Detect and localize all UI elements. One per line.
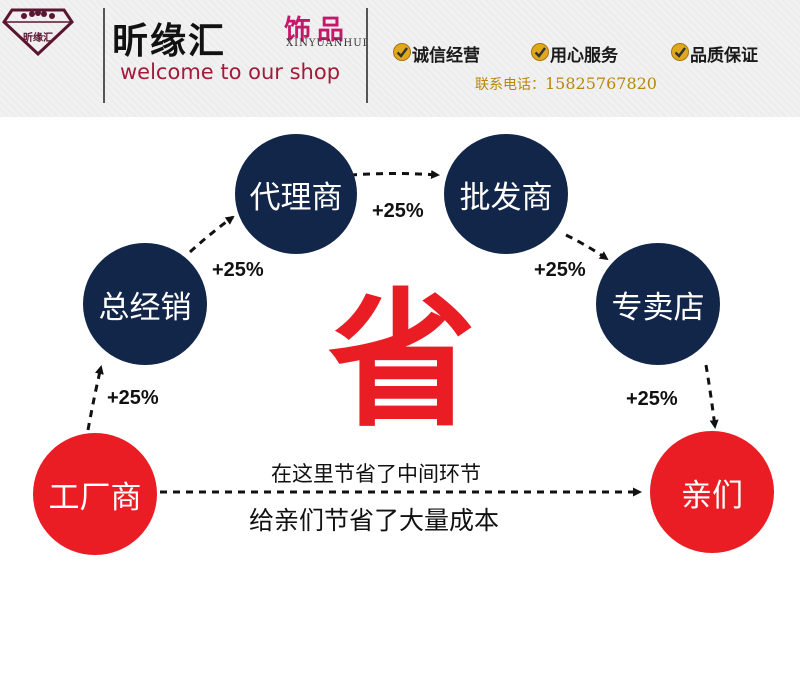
contact-phone: 15825767820 xyxy=(545,74,657,93)
node-retail-store: 专卖店 xyxy=(596,243,720,365)
welcome-message: welcome to our shop xyxy=(120,60,341,84)
flow-arrows xyxy=(86,170,719,497)
arrow-wholesaler-to-store xyxy=(565,233,609,261)
markup-label: +25% xyxy=(107,387,159,409)
node-wholesaler: 批发商 xyxy=(444,134,568,254)
feature-label: 诚信经营 xyxy=(412,46,480,66)
shop-logo: 昕缘汇 xyxy=(2,2,74,56)
markup-label: +25% xyxy=(212,259,264,281)
brand-subtitle: 饰品 xyxy=(284,15,350,46)
shop-header-banner: 昕缘汇 昕缘汇 饰品 XINYUANHUI welcome to our sho… xyxy=(0,0,800,117)
supply-chain-diagram: 工厂商 总经销 代理商 批发商 专卖店 亲们 +25% +25% +25% +2… xyxy=(0,117,800,691)
node-agent: 代理商 xyxy=(235,134,357,254)
node-customers: 亲们 xyxy=(650,431,774,553)
feature-label: 品质保证 xyxy=(690,46,758,66)
shop-features: 诚信经营 用心服务 品质保证 xyxy=(392,40,794,66)
brand-pinyin: XINYUANHUI xyxy=(286,38,368,49)
node-factory: 工厂商 xyxy=(33,433,157,555)
arrow-distributor-to-agent xyxy=(188,215,235,254)
direct-line-caption-2: 给亲们节省了大量成本 xyxy=(249,506,500,535)
arrow-factory-to-distributor xyxy=(86,365,104,431)
arrow-agent-to-wholesaler xyxy=(349,170,440,180)
node-general-distributor: 总经销 xyxy=(83,243,207,365)
gold-check-badge-icon xyxy=(531,43,549,61)
contact-label: 联系电话： xyxy=(475,77,545,93)
markup-label: +25% xyxy=(372,200,424,222)
banner-divider-left xyxy=(103,8,105,103)
diamond-logo-icon xyxy=(2,8,74,56)
logo-text: 昕缘汇 xyxy=(23,33,53,44)
markup-label: +25% xyxy=(534,259,586,281)
feature-label: 用心服务 xyxy=(550,46,618,66)
gold-check-badge-icon xyxy=(393,43,411,61)
contact-info: 联系电话：15825767820 xyxy=(475,74,657,94)
arrow-store-to-customers xyxy=(704,364,719,429)
markup-label: +25% xyxy=(626,388,678,410)
banner-divider-right xyxy=(366,8,368,103)
direct-line-caption-1: 在这里节省了中间环节 xyxy=(271,462,481,486)
brand-name: 昕缘汇 xyxy=(112,20,227,62)
save-character: 省 xyxy=(328,275,476,447)
gold-check-badge-icon xyxy=(671,43,689,61)
